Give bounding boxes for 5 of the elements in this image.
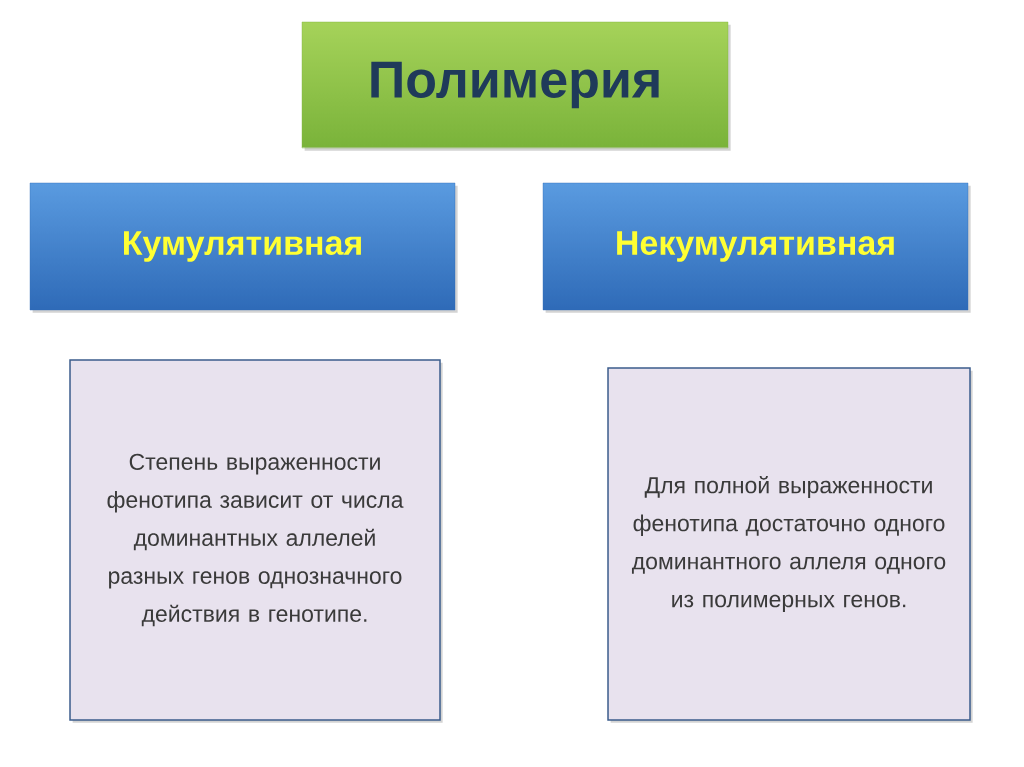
category-box: Кумулятивная <box>29 182 458 313</box>
description-box: Степень выраженности фенотипа зависит от числа доминантных аллелей разных генов однозначного действия в генотипе. <box>69 359 443 723</box>
description-box: Для полной выраженности фенотипа достаточно одного доминантного аллеля одного из полимерных генов. <box>607 367 973 723</box>
category-box: Некумулятивная <box>542 182 971 313</box>
title-box: Полимерия <box>301 21 731 151</box>
